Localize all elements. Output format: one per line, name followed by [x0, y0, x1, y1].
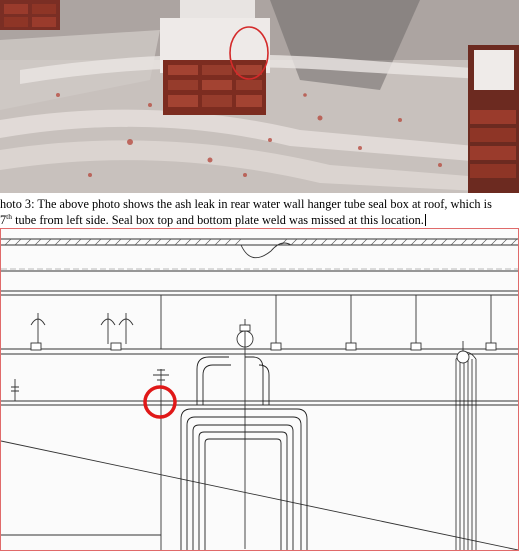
hanger-tube-schematic [1, 238, 518, 550]
caption-line-2: 7th tube from left side. Seal box top an… [0, 212, 519, 228]
caption-line-2-prefix: 7 [0, 213, 7, 227]
caption-line-2-rest: tube from left side. Seal box top and bo… [12, 213, 424, 227]
roof-seal-box-photo [0, 0, 519, 193]
caption-line-1: hoto 3: The above photo shows the ash le… [0, 197, 492, 211]
caption-ordinal-suffix: th [6, 212, 12, 221]
text-cursor [424, 214, 426, 226]
photo-caption: hoto 3: The above photo shows the ash le… [0, 196, 519, 228]
hanger-tube-drawing [0, 228, 519, 551]
ash-leak-photo [0, 0, 519, 193]
